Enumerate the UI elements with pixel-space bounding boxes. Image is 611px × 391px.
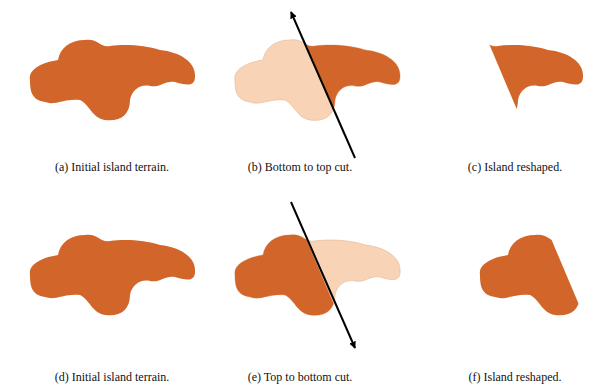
caption: (c) Island reshaped.: [468, 160, 562, 175]
island: [30, 40, 195, 121]
island-reshaped: [480, 235, 611, 316]
island-cut: [235, 40, 400, 121]
caption: (b) Bottom to top cut.: [248, 160, 352, 175]
island: [30, 235, 195, 316]
island-cut: [235, 235, 400, 316]
caption: (d) Initial island terrain.: [55, 370, 170, 385]
caption: (e) Top to bottom cut.: [248, 370, 353, 385]
cut-arrow: [291, 202, 355, 348]
cut-arrow: [291, 12, 355, 158]
caption: (f) Island reshaped.: [469, 370, 562, 385]
caption: (a) Initial island terrain.: [55, 160, 169, 175]
island-reshaped: [418, 40, 583, 121]
